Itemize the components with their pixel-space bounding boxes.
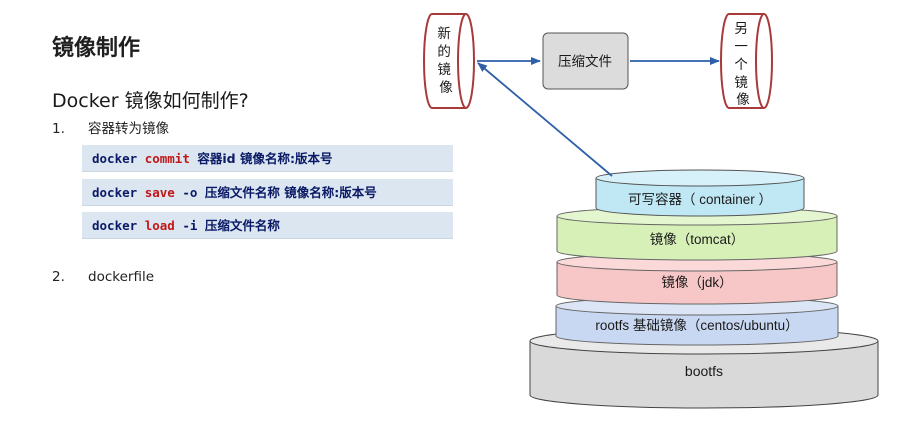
another-image-char: 镜	[734, 75, 748, 90]
another-image-scroll: 另 一 个 镜 像	[720, 13, 773, 109]
command-prefix: docker	[92, 185, 145, 200]
command-args: 压缩文件名称	[204, 218, 280, 233]
layer-container: 可写容器（ container ）	[595, 169, 805, 217]
new-image-char: 的	[437, 44, 451, 59]
step-2-number: 2.	[52, 269, 65, 285]
new-image-scroll: 新 的 镜 像	[423, 13, 475, 109]
container-top	[595, 169, 805, 187]
command-save: docker save -o 压缩文件名称 镜像名称:版本号	[82, 179, 453, 206]
rootfs-label: rootfs 基础镜像（centos/ubuntu）	[595, 317, 798, 333]
new-image-curl	[457, 13, 467, 109]
command-args: 压缩文件名称 镜像名称:版本号	[204, 185, 377, 200]
bootfs-body	[529, 341, 879, 409]
command-commit: docker commit 容器id 镜像名称:版本号	[82, 145, 453, 172]
another-image-char: 一	[734, 39, 748, 54]
bootfs-label: bootfs	[685, 363, 723, 379]
command-option: -i	[174, 218, 205, 233]
command-name: commit	[144, 151, 190, 166]
step-2: 2. dockerfile	[52, 269, 154, 285]
page-subtitle: Docker 镜像如何制作?	[52, 90, 249, 112]
new-image-char: 新	[437, 26, 451, 41]
another-image-char: 像	[736, 92, 750, 107]
layer-jdk: 镜像（jdk）	[556, 252, 838, 305]
another-image-label: 另 一 个 镜 像	[734, 21, 751, 107]
step-1-label: 容器转为镜像	[88, 121, 169, 137]
tomcat-body	[556, 216, 838, 261]
command-load: docker load -i 压缩文件名称	[82, 212, 453, 239]
compress-file-label: 压缩文件	[558, 54, 612, 69]
another-image-curl	[755, 13, 765, 109]
command-name: load	[144, 218, 175, 233]
tomcat-label: 镜像（tomcat）	[650, 232, 745, 247]
new-image-label: 新 的 镜 像	[437, 26, 454, 95]
jdk-label: 镜像（jdk）	[661, 275, 732, 290]
command-name: save	[144, 185, 175, 200]
jdk-body	[556, 262, 838, 305]
arrow-container-to-new	[477, 62, 613, 177]
command-prefix: docker	[92, 151, 145, 166]
rootfs-body	[555, 306, 839, 346]
compress-file-rect	[542, 32, 629, 90]
command-option: -o	[174, 185, 205, 200]
another-image-char: 个	[734, 57, 748, 72]
container-label: 可写容器（ container ）	[628, 191, 772, 207]
compress-file-box: 压缩文件	[542, 32, 629, 90]
page-title: 镜像制作	[52, 36, 141, 61]
step-2-label: dockerfile	[88, 269, 155, 285]
new-image-char: 像	[439, 80, 453, 95]
step-1: 1. 容器转为镜像	[52, 117, 169, 137]
another-image-char: 另	[734, 21, 748, 36]
container-body	[595, 178, 805, 217]
step-1-number: 1.	[52, 121, 65, 137]
new-image-char: 镜	[437, 62, 451, 77]
command-prefix: docker	[92, 218, 145, 233]
command-args: 容器id 镜像名称:版本号	[197, 151, 333, 166]
